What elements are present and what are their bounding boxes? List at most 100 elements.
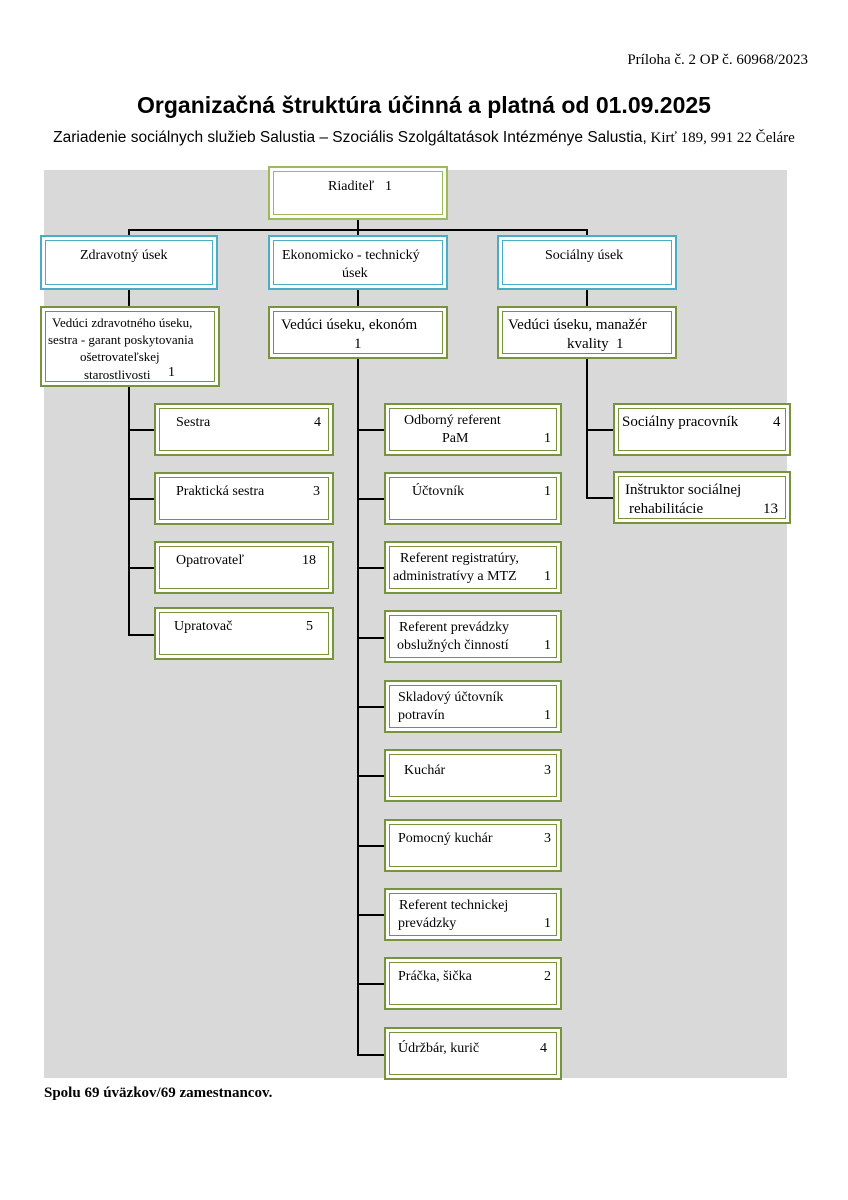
connector-social-dept bbox=[586, 229, 588, 237]
health-branch-3 bbox=[128, 567, 154, 569]
social-staff-line-1: Inštruktor sociálnej bbox=[625, 482, 742, 498]
economic-staff-3: Referent registratúry, administratívy a … bbox=[384, 541, 562, 594]
connector-economic-dept bbox=[357, 229, 359, 237]
connector-social-head bbox=[586, 289, 588, 308]
department-health-label: Zdravotný úsek bbox=[80, 248, 168, 263]
social-staff-line-2: rehabilitácie bbox=[629, 501, 704, 517]
economic-staff-2: Účtovník 1 bbox=[384, 472, 562, 525]
connector-health-head bbox=[128, 289, 130, 308]
health-staff-4: Upratovač 5 bbox=[154, 607, 334, 660]
head-social-line-2: kvality bbox=[567, 336, 609, 352]
head-social-line-1: Vedúci úseku, manažér bbox=[508, 317, 647, 333]
economic-branch-8 bbox=[357, 914, 384, 916]
economic-staff-line-2: prevádzky bbox=[398, 916, 457, 931]
economic-branch-9 bbox=[357, 983, 384, 985]
health-staff-count: 18 bbox=[302, 553, 316, 568]
total-staff-summary: Spolu 69 úväzkov/69 zamestnancov. bbox=[44, 1085, 273, 1101]
social-staff-count: 4 bbox=[773, 414, 781, 430]
health-staff-3: Opatrovateľ 18 bbox=[154, 541, 334, 594]
department-health: Zdravotný úsek bbox=[40, 235, 218, 290]
connector-director-down bbox=[357, 218, 359, 230]
health-branch-4 bbox=[128, 634, 154, 636]
economic-staff-8: Referent technickej prevádzky 1 bbox=[384, 888, 562, 941]
director-label: Riaditeľ bbox=[328, 179, 375, 194]
health-staff-count: 4 bbox=[314, 415, 321, 430]
economic-branch-1 bbox=[357, 429, 384, 431]
health-branch-2 bbox=[128, 498, 154, 500]
economic-staff-line-1: Pomocný kuchár bbox=[398, 831, 493, 846]
economic-staff-count: 3 bbox=[544, 831, 551, 846]
director-box: Riaditeľ 1 bbox=[268, 166, 448, 220]
economic-branch-2 bbox=[357, 498, 384, 500]
economic-staff-line-1: Referent prevádzky bbox=[399, 620, 509, 635]
economic-staff-line-2: administratívy a MTZ bbox=[393, 569, 517, 584]
economic-staff-count: 1 bbox=[544, 708, 551, 723]
economic-branch-10 bbox=[357, 1054, 384, 1056]
head-health-count: 1 bbox=[168, 365, 175, 380]
subtitle-organization: Zariadenie sociálnych služieb Salustia –… bbox=[53, 129, 647, 146]
head-economic-line-1: Vedúci úseku, ekonóm bbox=[281, 317, 418, 333]
economic-staff-line-1: Odborný referent bbox=[404, 413, 501, 428]
head-social-count: 1 bbox=[616, 336, 624, 352]
economic-staff-1: Odborný referent PaM 1 bbox=[384, 403, 562, 456]
economic-staff-count: 1 bbox=[544, 569, 551, 584]
economic-staff-6: Kuchár 3 bbox=[384, 749, 562, 802]
social-staff-spine bbox=[586, 358, 588, 499]
economic-staff-line-1: Údržbár, kurič bbox=[398, 1041, 480, 1056]
economic-staff-line-2: obslužných činností bbox=[397, 638, 509, 653]
economic-staff-line-1: Referent technickej bbox=[399, 898, 509, 913]
social-branch-1 bbox=[586, 429, 613, 431]
social-staff-count: 13 bbox=[763, 501, 778, 517]
economic-staff-count: 4 bbox=[540, 1041, 547, 1056]
economic-staff-line-2: potravín bbox=[398, 708, 445, 723]
head-health-line-2: sestra - garant poskytovania bbox=[48, 332, 194, 347]
connector-health-dept bbox=[128, 229, 130, 237]
health-staff-count: 3 bbox=[313, 484, 320, 499]
economic-staff-line-1: Referent registratúry, bbox=[400, 551, 519, 566]
economic-staff-count: 1 bbox=[544, 431, 551, 446]
department-social-label: Sociálny úsek bbox=[545, 248, 624, 263]
social-staff-1: Sociálny pracovník 4 bbox=[613, 403, 791, 456]
health-staff-2: Praktická sestra 3 bbox=[154, 472, 334, 525]
economic-staff-line-1: Práčka, šička bbox=[398, 969, 472, 984]
head-social-box: Vedúci úseku, manažér kvality 1 bbox=[497, 306, 677, 359]
head-health-line-3: ošetrovateľskej bbox=[80, 349, 160, 364]
head-economic-count: 1 bbox=[354, 336, 362, 352]
head-health-box: Vedúci zdravotného úseku, sestra - garan… bbox=[40, 306, 220, 387]
economic-staff-count: 3 bbox=[544, 763, 551, 778]
economic-staff-5: Skladový účtovník potravín 1 bbox=[384, 680, 562, 733]
page-title: Organizačná štruktúra účinná a platná od… bbox=[137, 92, 711, 118]
economic-staff-line-2: PaM bbox=[442, 431, 469, 446]
head-economic-box: Vedúci úseku, ekonóm 1 bbox=[268, 306, 448, 359]
health-staff-label: Sestra bbox=[176, 415, 211, 430]
economic-staff-9: Práčka, šička 2 bbox=[384, 957, 562, 1010]
document-reference: Príloha č. 2 OP č. 60968/2023 bbox=[627, 52, 808, 68]
economic-branch-4 bbox=[357, 637, 384, 639]
health-staff-label: Opatrovateľ bbox=[176, 553, 244, 568]
connector-economic-head bbox=[357, 289, 359, 308]
health-branch-1 bbox=[128, 429, 154, 431]
department-economic: Ekonomicko - technický úsek bbox=[268, 235, 448, 290]
head-health-line-1: Vedúci zdravotného úseku, bbox=[52, 315, 193, 330]
department-social: Sociálny úsek bbox=[497, 235, 677, 290]
economic-staff-count: 1 bbox=[544, 484, 551, 499]
health-staff-1: Sestra 4 bbox=[154, 403, 334, 456]
economic-branch-5 bbox=[357, 706, 384, 708]
department-economic-label-1: Ekonomicko - technický bbox=[282, 248, 420, 263]
economic-staff-10: Údržbár, kurič 4 bbox=[384, 1027, 562, 1080]
economic-staff-4: Referent prevádzky obslužných činností 1 bbox=[384, 610, 562, 663]
economic-staff-count: 2 bbox=[544, 969, 551, 984]
economic-staff-line-1: Kuchár bbox=[404, 763, 446, 778]
subtitle-address: Kirť 189, 991 22 Čeláre bbox=[650, 130, 795, 146]
social-staff-line-1: Sociálny pracovník bbox=[622, 414, 739, 430]
head-health-line-4: starostlivosti bbox=[84, 367, 151, 382]
economic-staff-line-1: Skladový účtovník bbox=[398, 690, 504, 705]
economic-branch-3 bbox=[357, 567, 384, 569]
health-staff-label: Upratovač bbox=[174, 619, 233, 634]
economic-branch-6 bbox=[357, 775, 384, 777]
economic-staff-7: Pomocný kuchár 3 bbox=[384, 819, 562, 872]
page-subtitle: Zariadenie sociálnych služieb Salustia –… bbox=[0, 129, 848, 147]
health-staff-spine bbox=[128, 386, 130, 636]
department-economic-label-2: úsek bbox=[342, 266, 368, 281]
economic-staff-count: 1 bbox=[544, 916, 551, 931]
